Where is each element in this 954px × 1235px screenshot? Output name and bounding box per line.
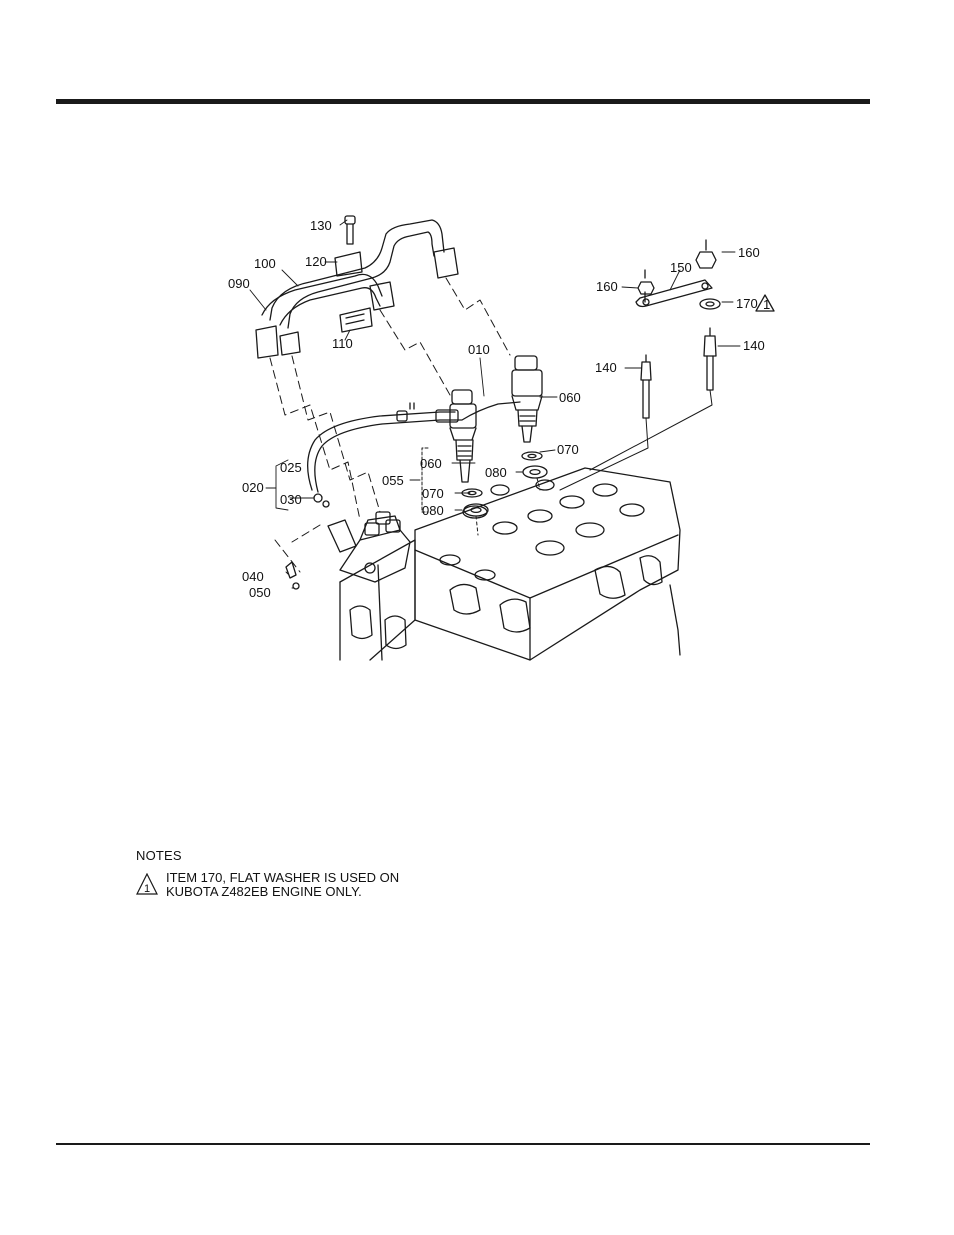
- callout-040: 040: [242, 569, 264, 584]
- callout-025: 025: [280, 460, 302, 475]
- callout-100: 100: [254, 256, 276, 271]
- callout-160-left: 160: [596, 279, 618, 294]
- callout-110: 110: [332, 336, 353, 351]
- assembly-leader-lines: [270, 278, 510, 572]
- note-text: ITEM 170, FLAT WASHER IS USED ON KUBOTA …: [166, 871, 399, 899]
- note-line-2: KUBOTA Z482EB ENGINE ONLY.: [166, 885, 399, 899]
- notes-section: NOTES 1 ITEM 170, FLAT WASHER IS USED ON…: [136, 848, 556, 899]
- callout-010: 010: [468, 342, 490, 357]
- callout-060-left: 060: [420, 456, 442, 471]
- bottom-rule: [56, 1143, 870, 1145]
- callout-150: 150: [670, 260, 692, 275]
- callout-160-right: 160: [738, 245, 760, 260]
- callout-120: 120: [305, 254, 327, 269]
- top-rule: [56, 99, 870, 104]
- notes-title: NOTES: [136, 848, 556, 863]
- note-line-1: ITEM 170, FLAT WASHER IS USED ON: [166, 871, 399, 885]
- callout-030: 030: [280, 492, 302, 507]
- note-item: 1 ITEM 170, FLAT WASHER IS USED ON KUBOT…: [136, 871, 556, 899]
- callout-leaders: [250, 220, 740, 588]
- callout-140-right: 140: [743, 338, 765, 353]
- callout-140-left: 140: [595, 360, 617, 375]
- callout-070-left: 070: [422, 486, 444, 501]
- callout-080-right: 080: [485, 465, 507, 480]
- glow-plug-assembly: [560, 240, 720, 490]
- callout-090: 090: [228, 276, 250, 291]
- warning-triangle-icon: 1: [756, 295, 774, 312]
- callout-130: 130: [310, 218, 332, 233]
- injection-pipes: [256, 216, 458, 358]
- callout-070-right: 070: [557, 442, 579, 457]
- callout-060-right: 060: [559, 390, 581, 405]
- callout-170: 170: [736, 296, 758, 311]
- svg-text:1: 1: [763, 297, 770, 312]
- callout-080-left: 080: [422, 503, 444, 518]
- cylinder-head: [328, 468, 680, 660]
- warning-triangle-icon: 1: [136, 873, 158, 895]
- svg-text:1: 1: [144, 883, 150, 895]
- callout-020: 020: [242, 480, 264, 495]
- callout-050: 050: [249, 585, 271, 600]
- callout-055: 055: [382, 473, 404, 488]
- exploded-parts-diagram: 1 130 120 100 090 110 010 060 060 070 08…: [200, 190, 780, 670]
